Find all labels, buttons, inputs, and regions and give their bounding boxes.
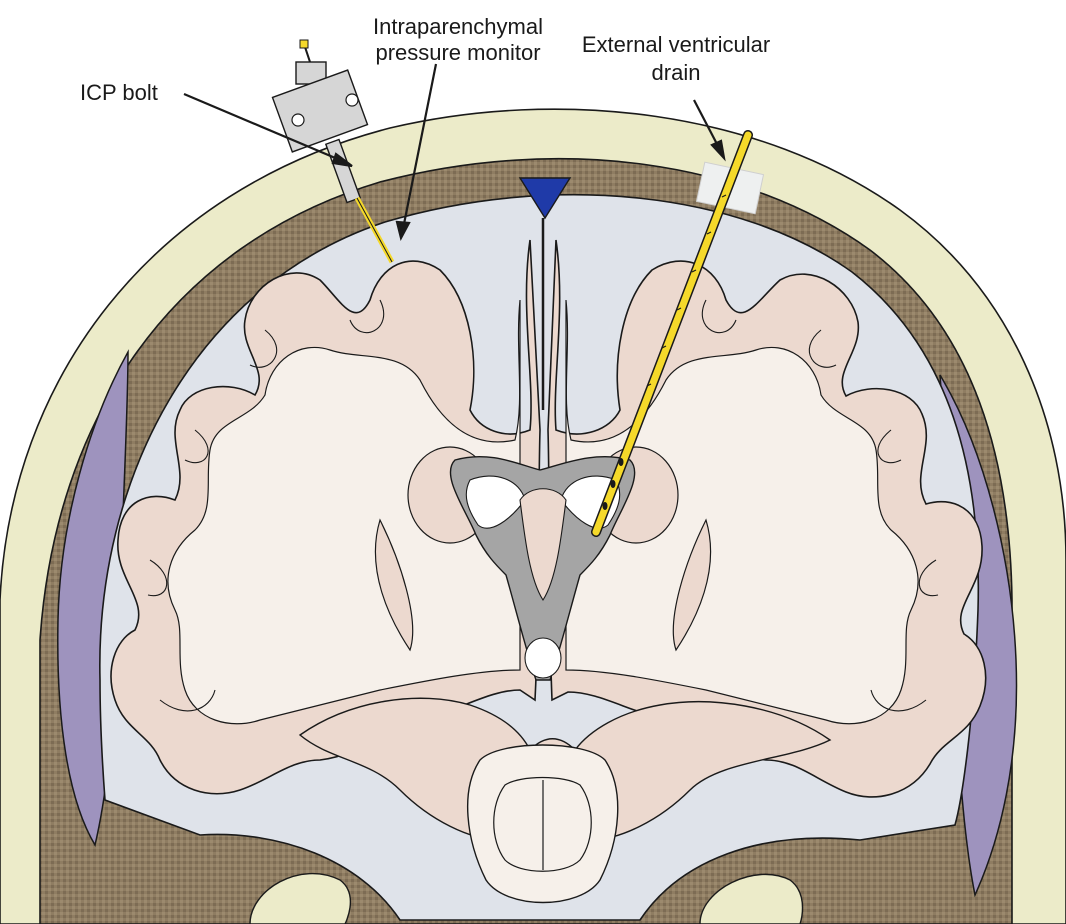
label-icp-bolt: ICP bolt	[80, 80, 158, 105]
label-intraparenchymal-line2: pressure monitor	[375, 40, 540, 65]
label-evd-line1: External ventricular	[582, 32, 770, 57]
label-evd-line2: drain	[652, 60, 701, 85]
label-intraparenchymal-line1: Intraparenchymal	[373, 14, 543, 39]
third-ventricle-bulb	[525, 638, 561, 678]
